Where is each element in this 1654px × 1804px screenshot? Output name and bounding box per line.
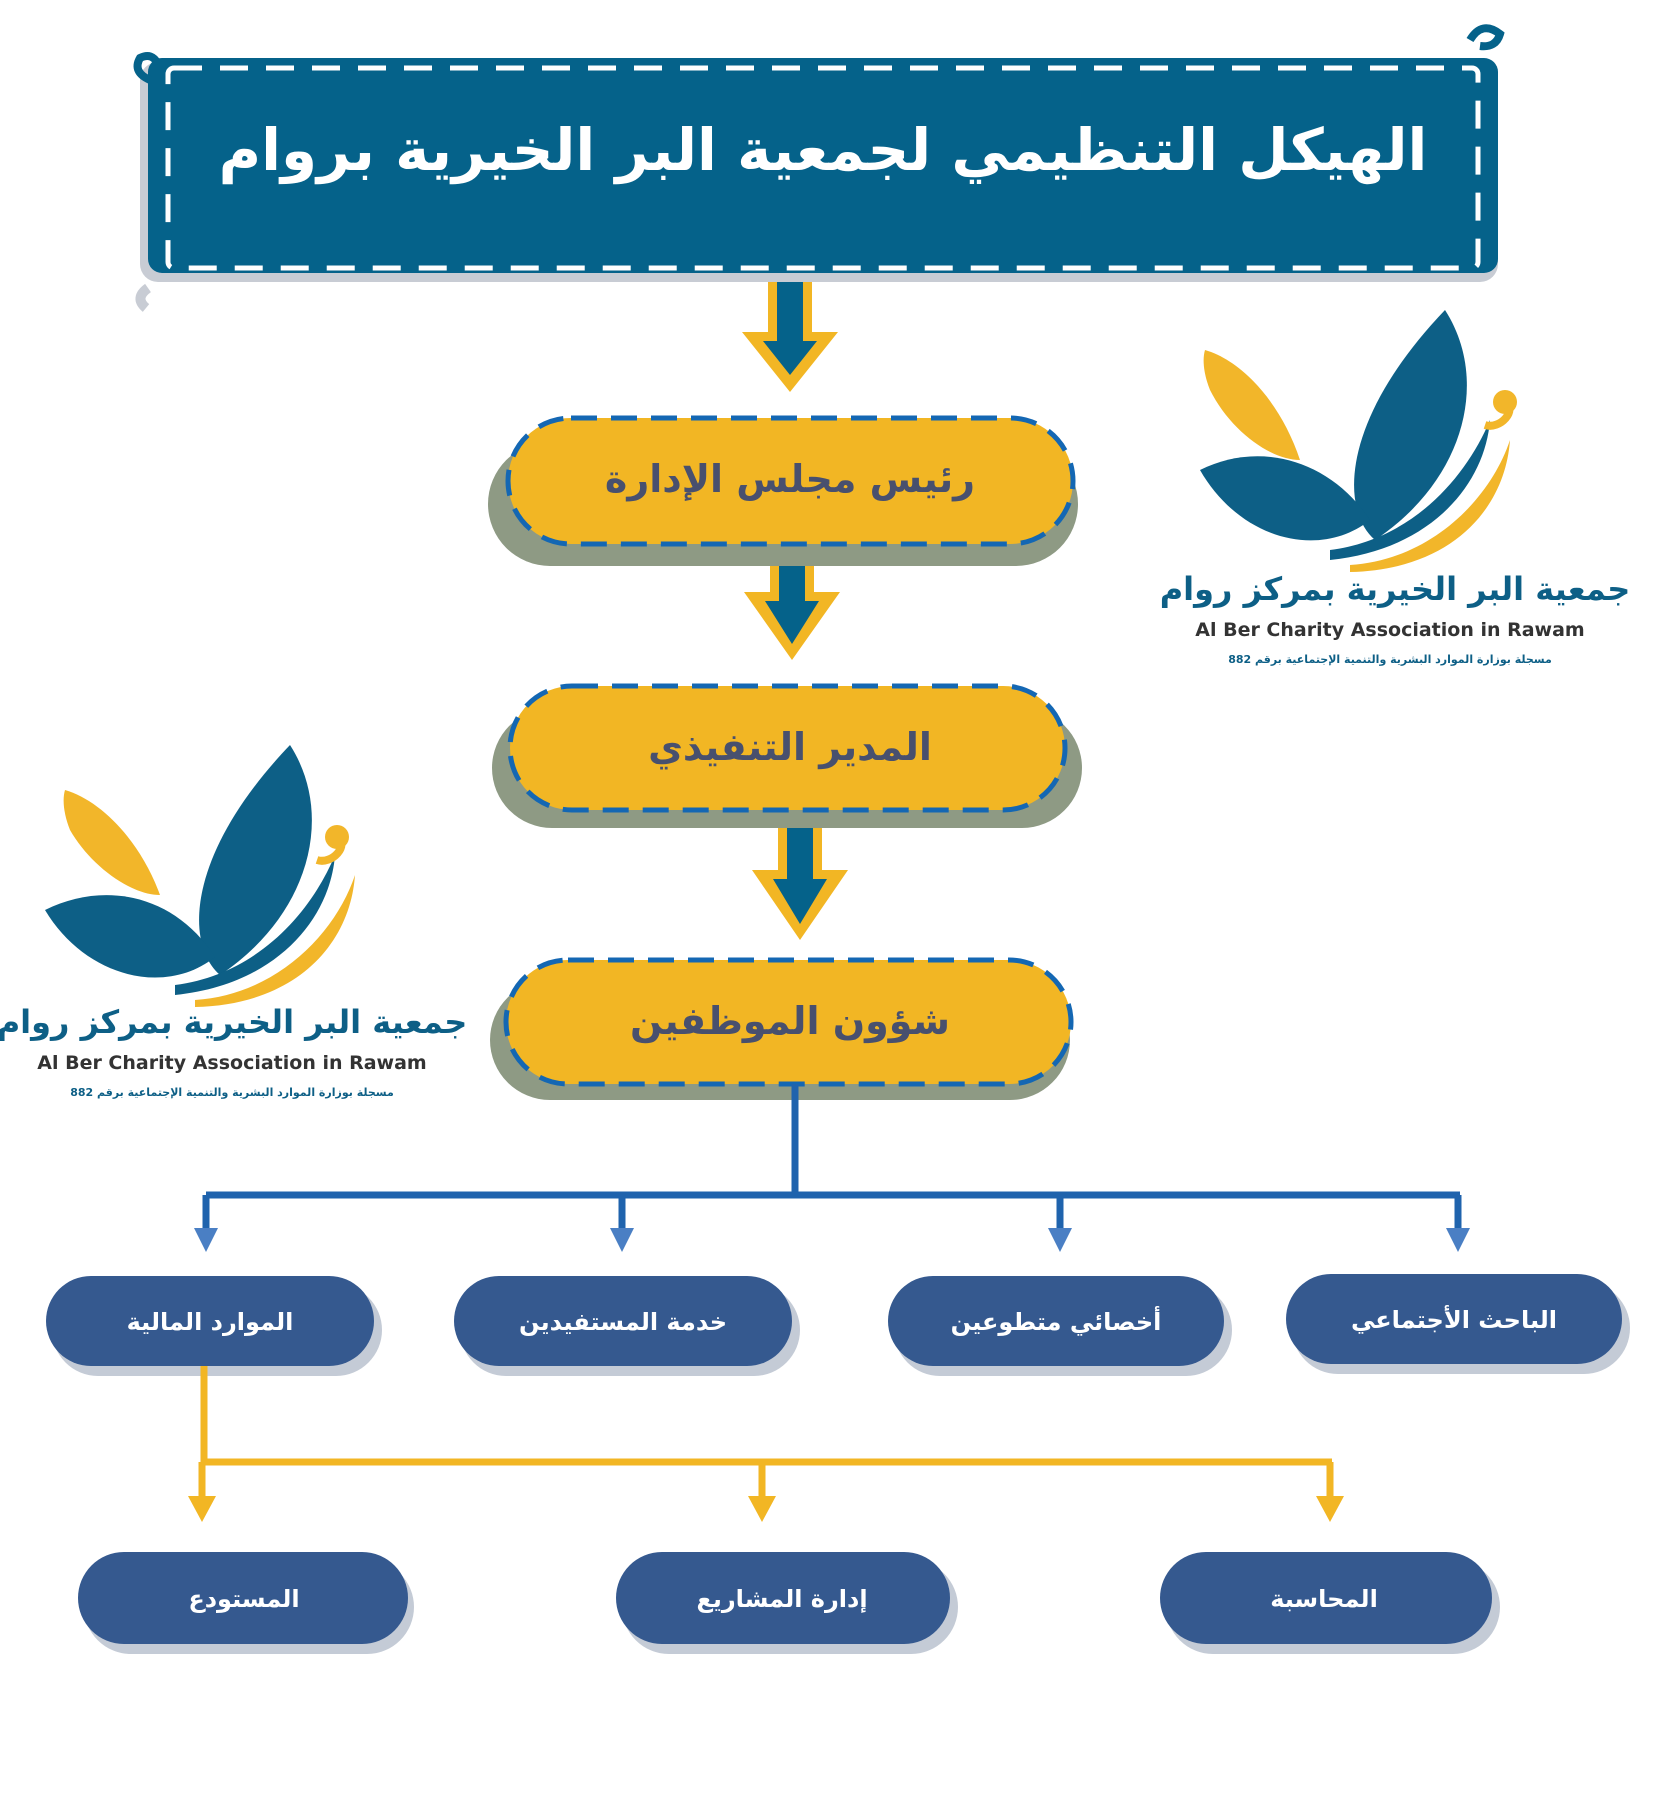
- association-logo-top: جمعية البر الخيرية بمركز روام Al Ber Cha…: [1160, 310, 1631, 666]
- unit-label-project-management: إدارة المشاريع: [696, 1585, 867, 1613]
- department-label-social-researcher: الباحث الأجتماعي: [1351, 1305, 1557, 1334]
- department-label-beneficiary-service: خدمة المستفيدين: [519, 1308, 727, 1336]
- logo-english-name: Al Ber Charity Association in Rawam: [1195, 619, 1584, 641]
- logo-arabic-name: جمعية البر الخيرية بمركز روام: [1160, 570, 1631, 608]
- arrow-chairman-to-director: [744, 548, 840, 660]
- connector-department-arrowheads: [194, 1228, 1470, 1252]
- unit-project-management: إدارة المشاريع: [616, 1552, 958, 1654]
- chain-node-chairman: رئيس مجلس الإدارة: [488, 415, 1078, 566]
- chain-label-staff-affairs: شؤون الموظفين: [630, 999, 950, 1044]
- department-financial-resources: الموارد المالية: [46, 1276, 382, 1376]
- chain-label-executive-director: المدير التنفيذي: [648, 725, 932, 769]
- connector-finance-arrowheads: [188, 1496, 1344, 1522]
- leaf-logo-icon: [1200, 310, 1517, 572]
- unit-label-accounting: المحاسبة: [1270, 1585, 1378, 1613]
- connector-departments: [202, 1084, 1462, 1232]
- chain-node-executive-director: المدير التنفيذي: [492, 683, 1082, 828]
- page-title: الهيكل التنظيمي لجمعية البر الخيرية بروا…: [219, 116, 1428, 185]
- logo-registration: مسجلة بوزارة الموارد البشرية والتنمية ال…: [70, 1086, 394, 1099]
- connector-finance-units: [198, 1366, 1334, 1500]
- department-label-financial-resources: الموارد المالية: [127, 1308, 294, 1336]
- department-label-volunteer-specialist: أخصائي متطوعين: [951, 1306, 1162, 1336]
- arrow-title-to-chairman: [742, 282, 838, 392]
- department-beneficiary-service: خدمة المستفيدين: [454, 1276, 800, 1376]
- logo-registration: مسجلة بوزارة الموارد البشرية والتنمية ال…: [1228, 653, 1552, 666]
- unit-label-warehouse: المستودع: [188, 1585, 299, 1613]
- arrow-director-to-staff: [752, 810, 848, 940]
- unit-warehouse: المستودع: [78, 1552, 414, 1654]
- title-banner: الهيكل التنظيمي لجمعية البر الخيرية بروا…: [133, 24, 1505, 312]
- department-social-researcher: الباحث الأجتماعي: [1286, 1274, 1630, 1374]
- chain-label-chairman: رئيس مجلس الإدارة: [605, 457, 975, 501]
- department-volunteer-specialist: أخصائي متطوعين: [888, 1276, 1232, 1376]
- logo-english-name: Al Ber Charity Association in Rawam: [37, 1052, 426, 1074]
- unit-accounting: المحاسبة: [1160, 1552, 1500, 1654]
- association-logo-left: جمعية البر الخيرية بمركز روام Al Ber Cha…: [0, 745, 467, 1099]
- logo-arabic-name: جمعية البر الخيرية بمركز روام: [0, 1003, 467, 1041]
- chain-node-staff-affairs: شؤون الموظفين: [490, 957, 1074, 1100]
- leaf-logo-icon: [45, 745, 355, 1007]
